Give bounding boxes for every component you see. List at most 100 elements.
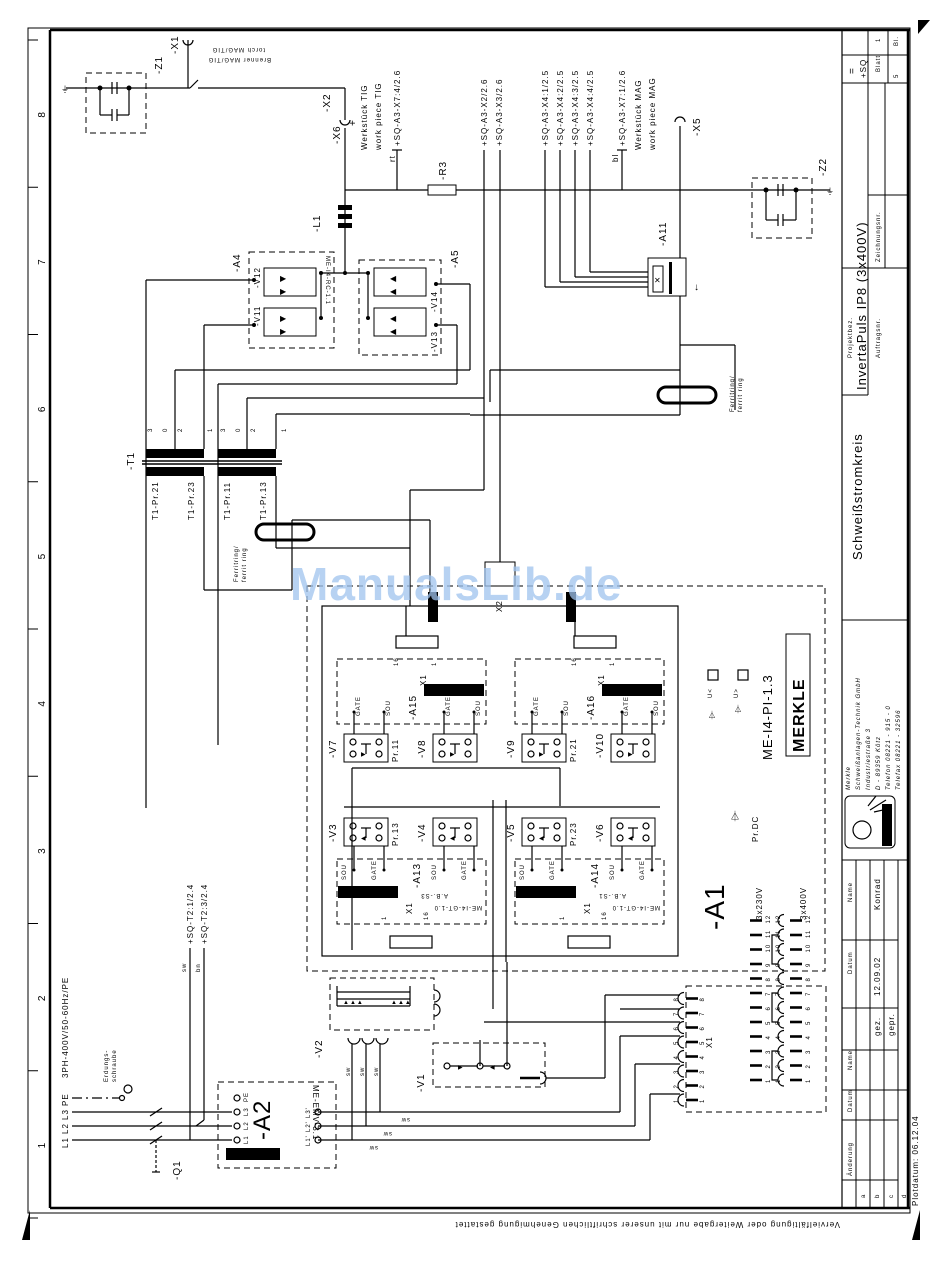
bridge-high-label-9: 9 — [806, 963, 812, 967]
rectifier-v2[interactable]: ▲▲▲ ▲▲▲ -V2 sw sw sw — [314, 977, 441, 1140]
x1-main-socket[interactable] — [677, 1006, 685, 1020]
bridge-socket[interactable] — [777, 913, 785, 928]
bridge-socket[interactable] — [777, 1058, 785, 1073]
transformer-tap-1: 1 — [282, 428, 288, 432]
bridge-socket[interactable] — [777, 1029, 785, 1044]
bridge-link[interactable] — [771, 992, 778, 1023]
filter-a2-input-label-pe: PE — [244, 1092, 250, 1102]
wire-rt: rt — [388, 155, 397, 162]
company-line-1: Merkle — [846, 766, 852, 790]
gate-driver-a13[interactable]: -A13 ME-I4-GT-1.0 A.B.-S3 X1 — [336, 858, 487, 949]
resistor-r3[interactable]: -R3 — [427, 161, 457, 196]
x1-main-socket[interactable] — [677, 1020, 685, 1035]
svg-text:⏃: ⏃ — [734, 704, 743, 714]
gate-driver-a15-ref: -A15 — [408, 695, 419, 720]
bridge-low-label-5: 5 — [766, 1021, 772, 1025]
igbt-module-v8[interactable]: ▶-V8 — [417, 733, 478, 763]
igbt-ref: -V8 — [417, 739, 428, 758]
bridge-socket[interactable] — [777, 1000, 785, 1015]
driver-signal-gate: GATE — [640, 860, 646, 880]
driver-pin-16: 16 — [394, 657, 400, 666]
grid-number-3: 3 — [37, 847, 48, 854]
output-ref-8: +SQ-A3-X7:1/2.6 — [618, 70, 627, 146]
filter-a2-input-terminal[interactable] — [233, 1108, 241, 1116]
driver-signal-sou: SOU — [476, 700, 482, 716]
copyright-notice: Vervielfältigung oder Weitergabe nur mit… — [455, 1220, 840, 1229]
filter-a2-input-terminal[interactable] — [233, 1136, 241, 1144]
current-sensor-a11[interactable]: ✕ -A11 ↓ — [544, 150, 700, 297]
tig-plus: + — [348, 119, 359, 126]
x1-main-socket[interactable] — [677, 1078, 685, 1093]
bridge-socket-label-10: 10 — [776, 944, 782, 953]
tig-label-1: Werkstück TIG — [360, 84, 369, 150]
output-ref-1: +SQ-A3-X7:4/2.6 — [393, 70, 402, 146]
igbt-module-v6[interactable]: ◀-V6 — [595, 817, 656, 847]
tig-workpiece-socket[interactable]: -X6 -X2 + Werkstück TIG work piece TIG r… — [322, 82, 397, 162]
bridge-link[interactable] — [771, 1050, 778, 1081]
x1-main-socket[interactable] — [677, 991, 685, 1006]
gate-driver-a14-ref: -A14 — [590, 863, 601, 888]
gate-driver-a14[interactable]: -A14 ME-I4-GT-1.0 A.B.-S1 X1 — [514, 858, 665, 949]
supply-ref-1: +SQ-T2:1/2.4 — [186, 884, 195, 944]
svg-text:◀: ◀ — [390, 327, 397, 336]
emi-filter-z2[interactable]: ⏚ -Z2 — [751, 158, 835, 239]
sheet-total: 5 — [894, 74, 900, 78]
torch-socket-ref: -X1 — [170, 35, 181, 54]
company-line-5: Telefon 08221 - 915 - 0 — [886, 705, 892, 790]
drawing-title: Schweißstromkreis — [850, 433, 865, 560]
filter-a2-input-terminal[interactable] — [233, 1122, 241, 1130]
indicator-u-high: U> — [734, 688, 740, 698]
name-header: Name — [848, 882, 854, 902]
bridge-socket-label-12: 12 — [776, 915, 782, 924]
x1-main-pin-label-right-2: 2 — [700, 1084, 706, 1088]
igbt-module-v10[interactable]: ▶-V10 — [595, 733, 656, 763]
gate-driver-a16[interactable]: -A16 X1 — [514, 635, 665, 725]
board-a1[interactable]: -A1 ME-I4-PI-1.3 MERKLE U< U> ⏃ ⏃ Pr.DC … — [306, 561, 826, 972]
emi-filter-z1[interactable]: ⏚ -Z1 -X1 Brenner MAG/TIG torch MAG/TIG — [61, 35, 346, 134]
bridge-low-label-11: 11 — [766, 930, 772, 938]
voltage-low-label: 3x230V — [755, 887, 764, 920]
igbt-module-v4[interactable]: ◀-V4 — [417, 817, 478, 847]
x1-main-socket[interactable] — [677, 1049, 685, 1064]
output-choke-l1[interactable]: -L1 — [312, 205, 352, 232]
diode-module-a5[interactable]: ◀◀ ◀◀ -A5 -V14 -V13 — [358, 249, 471, 384]
diode-module-a4[interactable]: ▶▶ ▶▶ -A4 ME-I4-RC-1.1 -V12 -V11 — [232, 251, 335, 349]
x1-main-pin-label-3: 3 — [674, 1070, 680, 1074]
svg-text:▲▲▲: ▲▲▲ — [343, 1000, 364, 1006]
ferrite-ring-transformer: Ferritring/ ferrit ring — [234, 522, 316, 582]
svg-text:▶: ▶ — [458, 1065, 464, 1071]
x1-main-socket[interactable] — [677, 1035, 685, 1049]
x1-main-socket[interactable] — [677, 1064, 685, 1078]
bridge-socket[interactable] — [777, 971, 785, 986]
project-label: Projektbez. — [848, 317, 854, 358]
wire-color-bn: bn — [196, 963, 202, 972]
board-a1-logo: MERKLE — [791, 678, 808, 752]
gate-driver-a14-connector: X1 — [583, 902, 592, 914]
line-label-l3: L3 — [61, 1109, 70, 1120]
main-switch-q1[interactable]: -Q1 — [149, 1107, 183, 1180]
diode-pr-dc-icon: ⏃ — [730, 810, 741, 823]
diode-module-a4-ref: -A4 — [232, 253, 243, 272]
mag-workpiece-socket[interactable]: -X5 Werkstück MAG work piece MAG bl — [611, 77, 703, 162]
company-logo — [844, 795, 896, 849]
gate-driver-a13-variant: A.B.-S3 — [420, 892, 448, 898]
bridge-link[interactable] — [771, 934, 778, 965]
snubber-v1-ref: -V1 — [416, 1073, 427, 1092]
x1-main-socket[interactable] — [677, 1093, 685, 1107]
drawn-label: gez. — [873, 1017, 882, 1036]
bridge-high-label-3: 3 — [806, 1050, 812, 1054]
bridge-low-label-6: 6 — [766, 1006, 772, 1010]
snubber-v1[interactable]: ▶ ◀ -V1 — [416, 962, 605, 1092]
gate-driver-a15[interactable]: -A15 X1 — [336, 635, 487, 725]
bridge-socket[interactable] — [777, 942, 785, 957]
filter-a2-input-terminal[interactable] — [233, 1094, 241, 1102]
svg-text:◀: ◀ — [628, 836, 634, 842]
